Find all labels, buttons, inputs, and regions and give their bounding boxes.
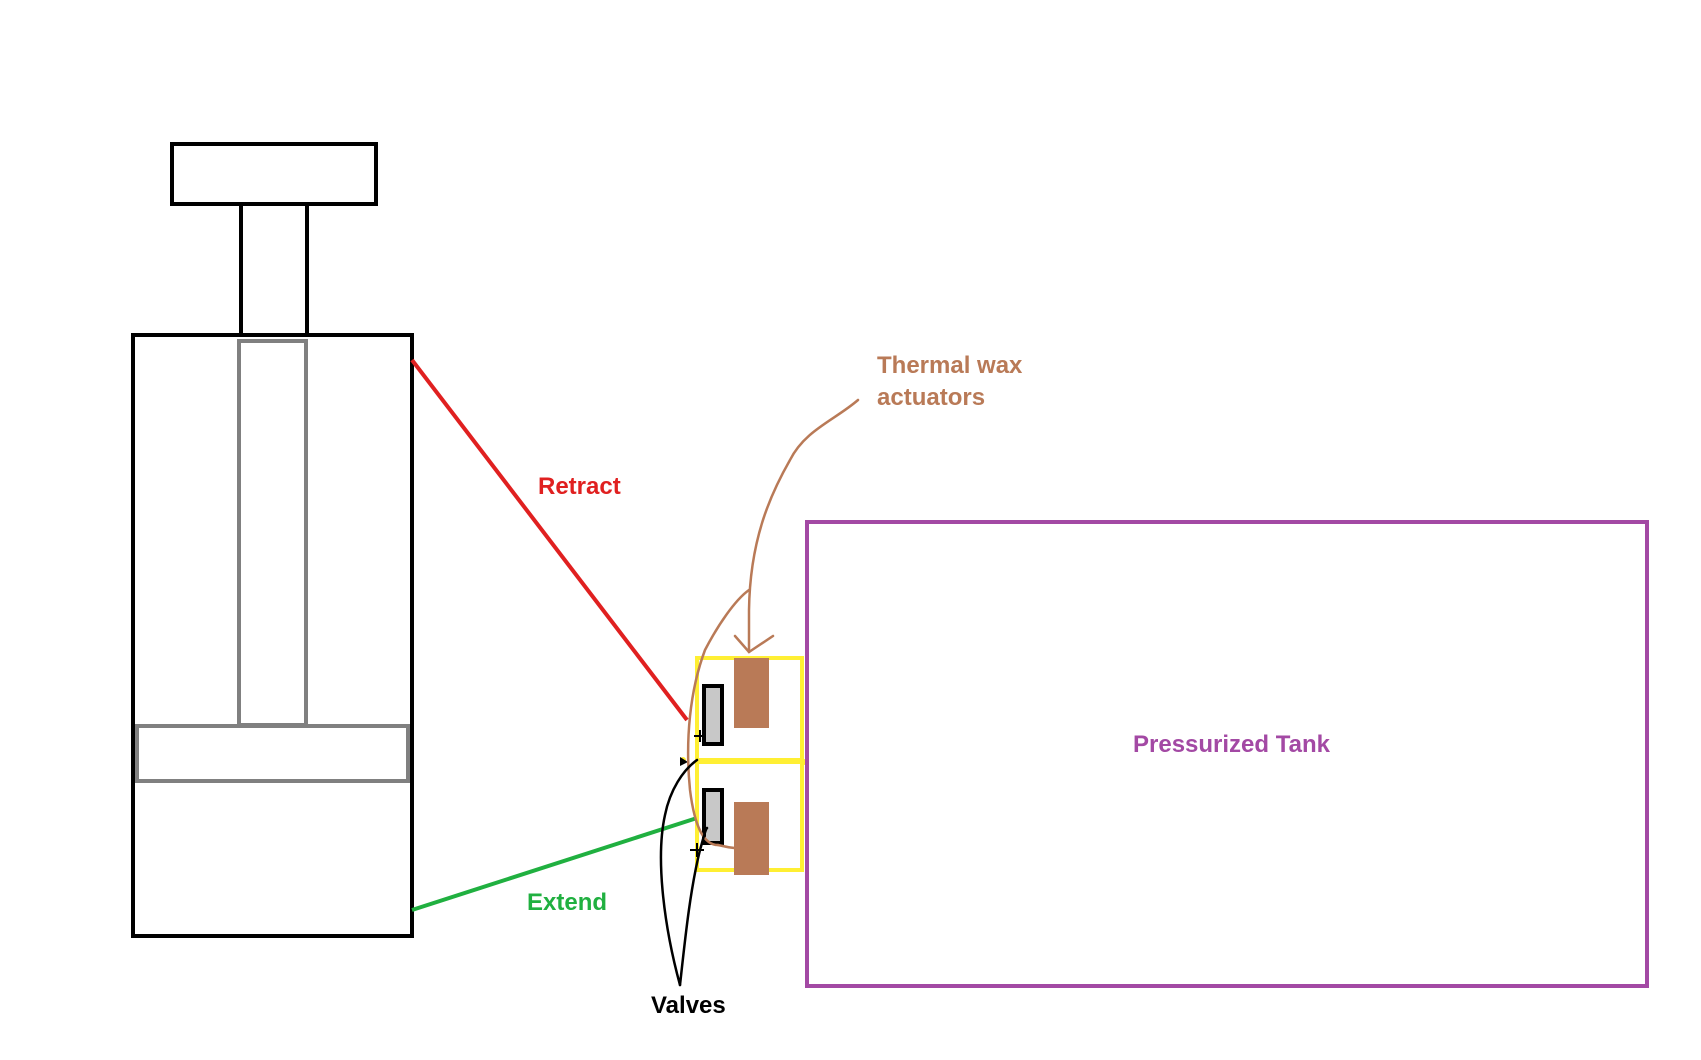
- lower-valve: [702, 788, 724, 845]
- thermal-leader-lines: [686, 398, 860, 851]
- piston-rod-head: [170, 142, 378, 206]
- cylinder-body: [131, 333, 414, 938]
- extend-label: Extend: [527, 889, 607, 916]
- lower-valve-arrow-mark: [690, 843, 704, 857]
- valves-leader-lines: [659, 758, 709, 987]
- inner-rod: [237, 339, 308, 727]
- pressurized-tank: [805, 520, 1649, 988]
- piston: [135, 724, 410, 783]
- thermal-wax-label-line1: Thermal wax: [877, 352, 1023, 379]
- lower-thermal-actuator: [734, 802, 769, 875]
- valves-label: Valves: [651, 992, 726, 1019]
- retract-label: Retract: [538, 473, 621, 500]
- pressurized-tank-label: Pressurized Tank: [1133, 731, 1331, 758]
- extend-line: [411, 816, 698, 912]
- piston-rod-shaft: [239, 202, 309, 337]
- retract-line: [410, 358, 689, 722]
- upper-valve-arrow-mark: [694, 730, 706, 742]
- thermal-wax-label-line2: actuators: [877, 384, 985, 411]
- upper-valve: [702, 684, 724, 746]
- hydraulic-cylinder: [131, 142, 414, 938]
- upper-thermal-actuator: [734, 658, 769, 728]
